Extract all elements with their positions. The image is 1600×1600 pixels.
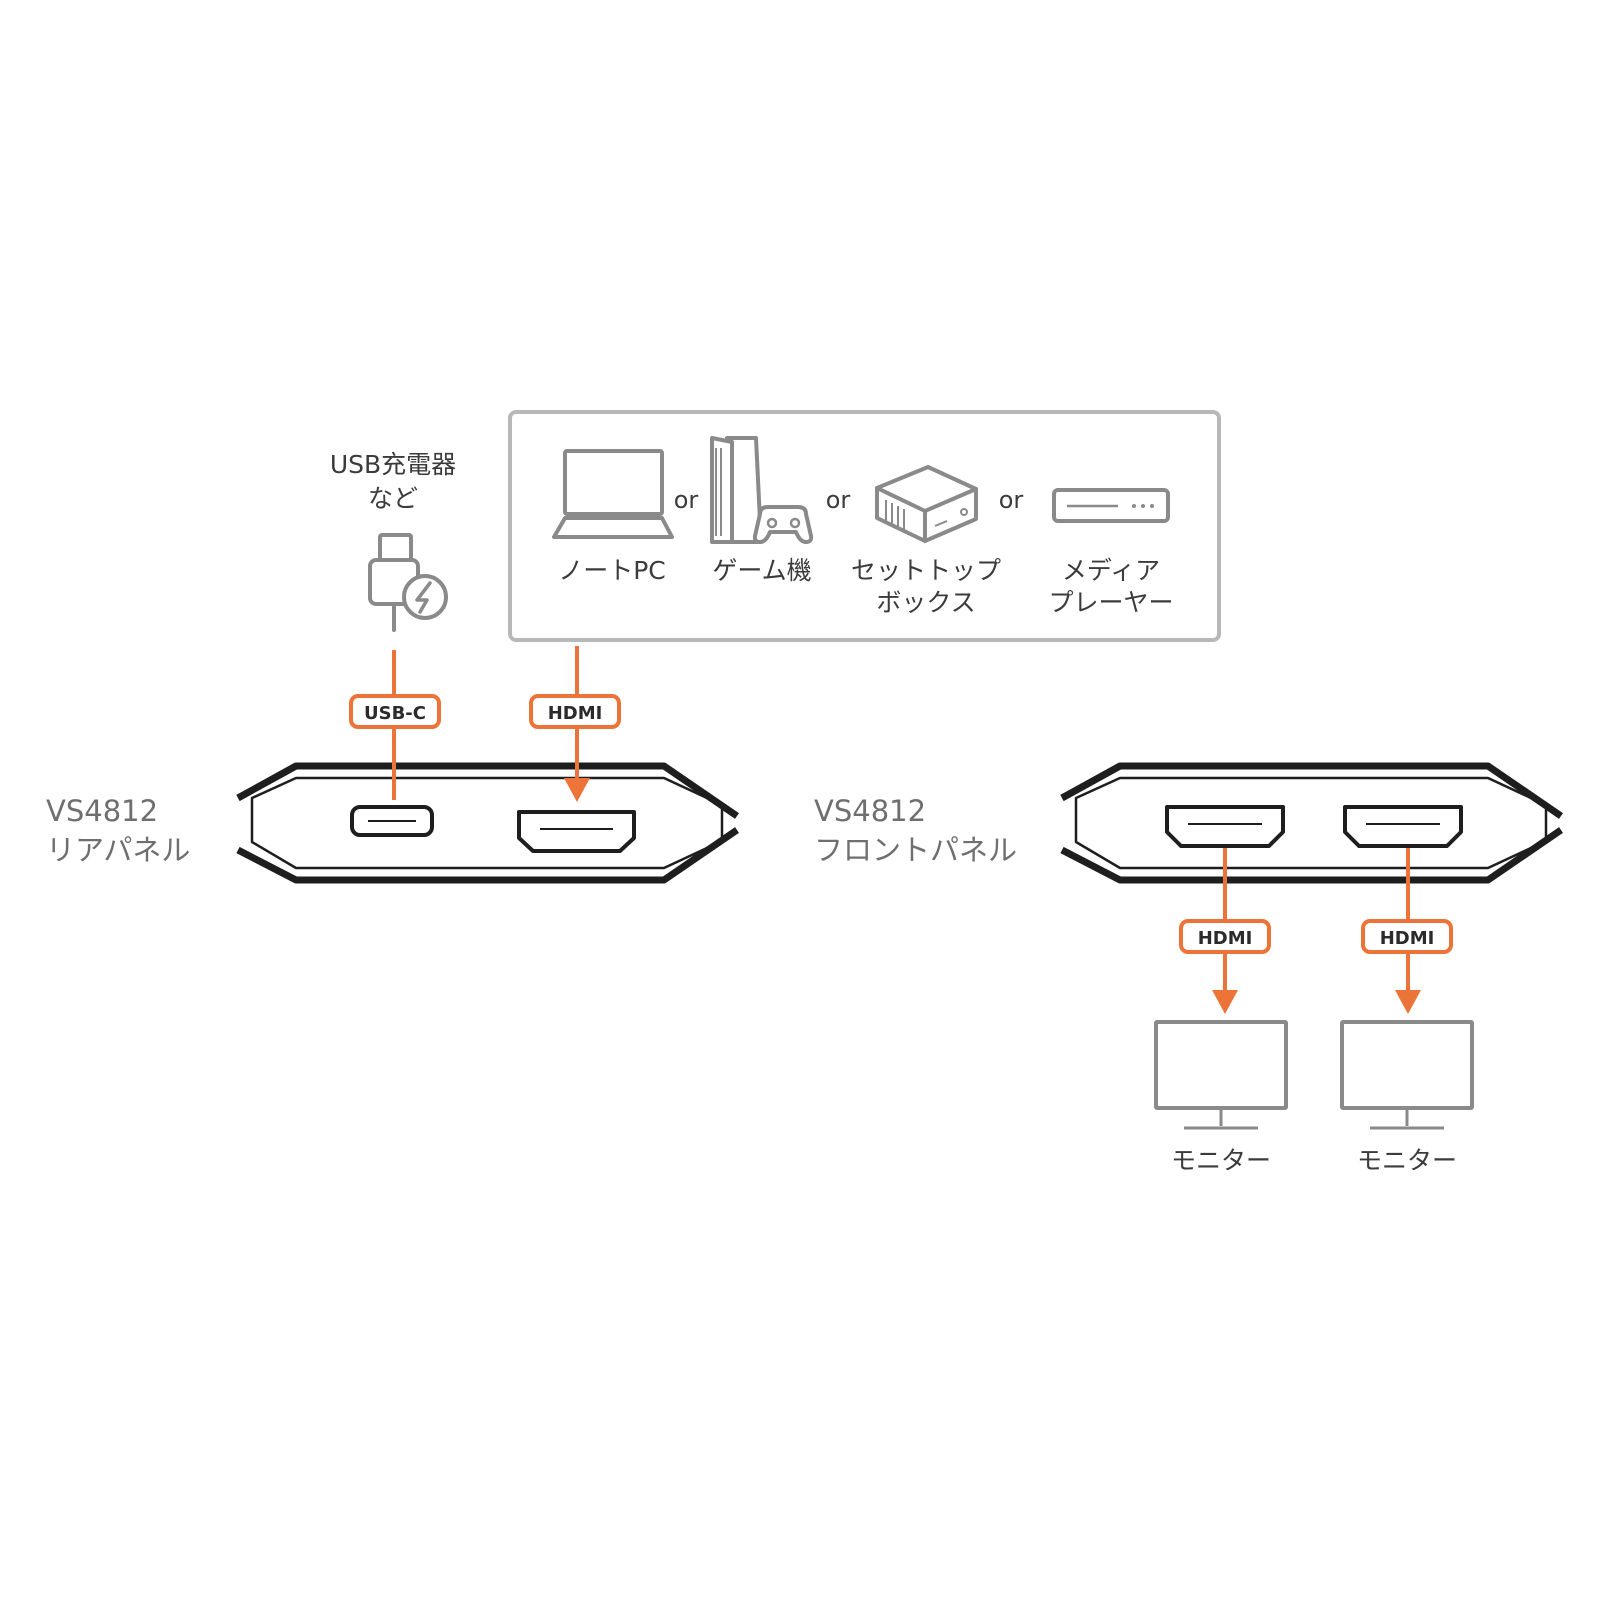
source-label-laptop: ノートPC bbox=[558, 556, 666, 585]
media-player-icon bbox=[1052, 488, 1170, 523]
hdmi-output-connection-2: HDMI bbox=[1361, 848, 1453, 1014]
hdmi-output-connection-1: HDMI bbox=[1179, 848, 1271, 1014]
source-label-media-player: メディア bbox=[1062, 556, 1160, 585]
hdmi-input-badge: HDMI bbox=[548, 703, 603, 724]
hdmi-output-port-1 bbox=[1165, 805, 1285, 848]
rear-panel-name: リアパネル bbox=[46, 833, 190, 867]
charger-label-line2: など bbox=[368, 484, 418, 513]
front-panel-name: フロントパネル bbox=[814, 833, 1017, 867]
or-separator-2: or bbox=[826, 486, 851, 514]
source-label-set-top-box-2: ボックス bbox=[876, 588, 975, 617]
front-panel-model: VS4812 bbox=[814, 794, 926, 828]
hdmi-output-port-2 bbox=[1343, 805, 1463, 848]
rear-panel-device bbox=[236, 762, 739, 884]
usb-charger: USB充電器 など bbox=[330, 450, 456, 632]
source-box-frame bbox=[508, 410, 1221, 642]
hdmi-output-badge-2: HDMI bbox=[1380, 928, 1435, 949]
source-label-game-console: ゲーム機 bbox=[712, 556, 811, 585]
or-separator-3: or bbox=[999, 486, 1024, 514]
source-label-media-player-2: プレーヤー bbox=[1048, 588, 1173, 617]
game-console-icon bbox=[710, 436, 814, 544]
set-top-box-icon bbox=[875, 465, 978, 543]
source-devices-box: ノートPC or ゲーム機 or セットトップ bbox=[508, 410, 1221, 642]
monitor-label-1: モニター bbox=[1171, 1146, 1271, 1175]
monitor-icon bbox=[1154, 1020, 1288, 1130]
charger-label-line1: USB充電器 bbox=[330, 450, 456, 479]
laptop-icon bbox=[552, 449, 674, 539]
monitor-icon bbox=[1340, 1020, 1474, 1130]
usb-c-badge: USB-C bbox=[364, 703, 426, 724]
monitor-label-2: モニター bbox=[1357, 1146, 1457, 1175]
source-label-set-top-box: セットトップ bbox=[851, 556, 1001, 585]
hdmi-input-port bbox=[517, 810, 636, 853]
hdmi-output-badge-1: HDMI bbox=[1198, 928, 1253, 949]
usb-c-connection: USB-C bbox=[349, 650, 441, 800]
usb-charger-icon bbox=[368, 533, 448, 632]
or-separator-1: or bbox=[674, 486, 699, 514]
rear-panel-model: VS4812 bbox=[46, 794, 158, 828]
front-panel-device bbox=[1060, 762, 1563, 884]
hdmi-input-connection: HDMI bbox=[529, 646, 621, 802]
